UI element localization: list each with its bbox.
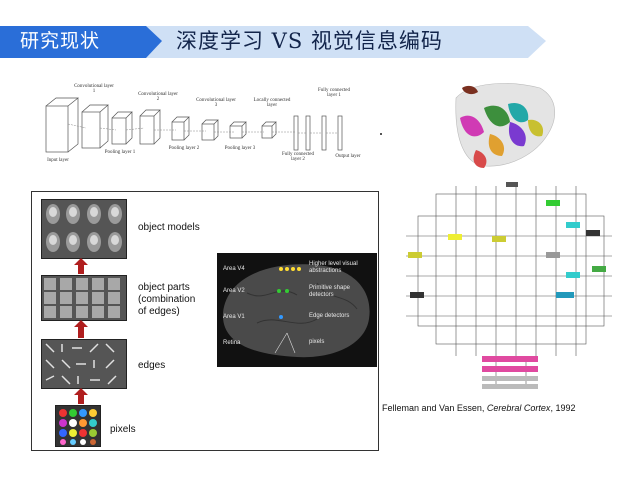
- edges-image: [41, 339, 127, 389]
- cnn-label-pool2: Pooling layer 2: [168, 146, 200, 151]
- brain-label-v2: Area V2: [223, 288, 245, 294]
- level-label-pixels: pixels: [110, 424, 136, 435]
- cnn-label-pool3: Pooling layer 3: [224, 146, 256, 151]
- citation-authors: Felleman and Van Essen,: [382, 403, 487, 413]
- cortex-map-shapes: [455, 83, 555, 168]
- pixels-image: [55, 405, 101, 447]
- cnn-architecture-diagram: Convolutional layer 1 Convolutional laye…: [40, 84, 370, 174]
- cnn-label-fc2: Fully connected layer 2: [281, 152, 315, 162]
- wiring-lines: [406, 182, 612, 389]
- brain-label-retina: Retina: [223, 340, 241, 346]
- citation: Felleman and Van Essen, Cerebral Cortex,…: [382, 403, 632, 417]
- stray-dot: [380, 133, 382, 135]
- cnn-label-fc1: Fully connected layer 1: [317, 88, 351, 98]
- brain-note-v4: Higher level visual abstractions: [309, 261, 358, 274]
- feature-hierarchy-panel: object models object parts (combination …: [31, 191, 379, 451]
- cnn-label-output: Output layer: [335, 154, 361, 159]
- arrow-up-icon: [74, 320, 88, 338]
- citation-journal: Cerebral Cortex: [486, 403, 551, 413]
- object-models-image: [41, 199, 127, 259]
- object-parts-image: [41, 275, 127, 321]
- cnn-label-pool1: Pooling layer 1: [104, 150, 136, 155]
- brain-note-retina: pixels: [309, 339, 325, 345]
- tag-band: [0, 26, 162, 58]
- banner-shapes: [0, 26, 546, 58]
- slide-title: 深度学习 VS 视觉信息编码: [176, 29, 443, 53]
- faces-grid: [46, 204, 122, 252]
- cnn-label-conv2: Convolutional layer 2: [138, 92, 178, 102]
- cnn-label-conv3: Convolutional layer 3: [196, 98, 236, 108]
- cnn-label-input: Input layer: [47, 158, 69, 163]
- arrow-up-icon: [74, 388, 88, 404]
- brain-label-v1: Area V1: [223, 314, 245, 320]
- brain-label-v4: Area V4: [223, 266, 245, 272]
- visual-pathway-wiring-diagram: [396, 176, 622, 394]
- parts-grid: [44, 278, 120, 318]
- level-label-edges: edges: [138, 360, 166, 371]
- cnn-boxes: [45, 97, 343, 153]
- brain-shape: [222, 264, 370, 358]
- citation-year: , 1992: [550, 403, 576, 413]
- cortex-area-map: [450, 78, 560, 178]
- title-banner: [0, 22, 640, 60]
- brain-note-v1: Edge detectors: [309, 313, 350, 319]
- brain-note-v2: Primitive shape detectors: [309, 285, 351, 298]
- arrow-up-icon: [74, 258, 88, 274]
- visual-cortex-brain-image: Area V4 Area V2 Area V1 Retina Higher le…: [217, 253, 377, 367]
- pixel-grid: [59, 409, 97, 445]
- level-label-object-parts: object parts (combination of edges): [138, 282, 196, 317]
- level-label-object-models: object models: [138, 222, 200, 233]
- edges-grid: [45, 343, 117, 385]
- cnn-label-conv1: Convolutional layer 1: [74, 84, 114, 94]
- section-tag: 研究现状: [20, 30, 101, 52]
- cnn-label-local: Locally connected layer: [253, 98, 291, 108]
